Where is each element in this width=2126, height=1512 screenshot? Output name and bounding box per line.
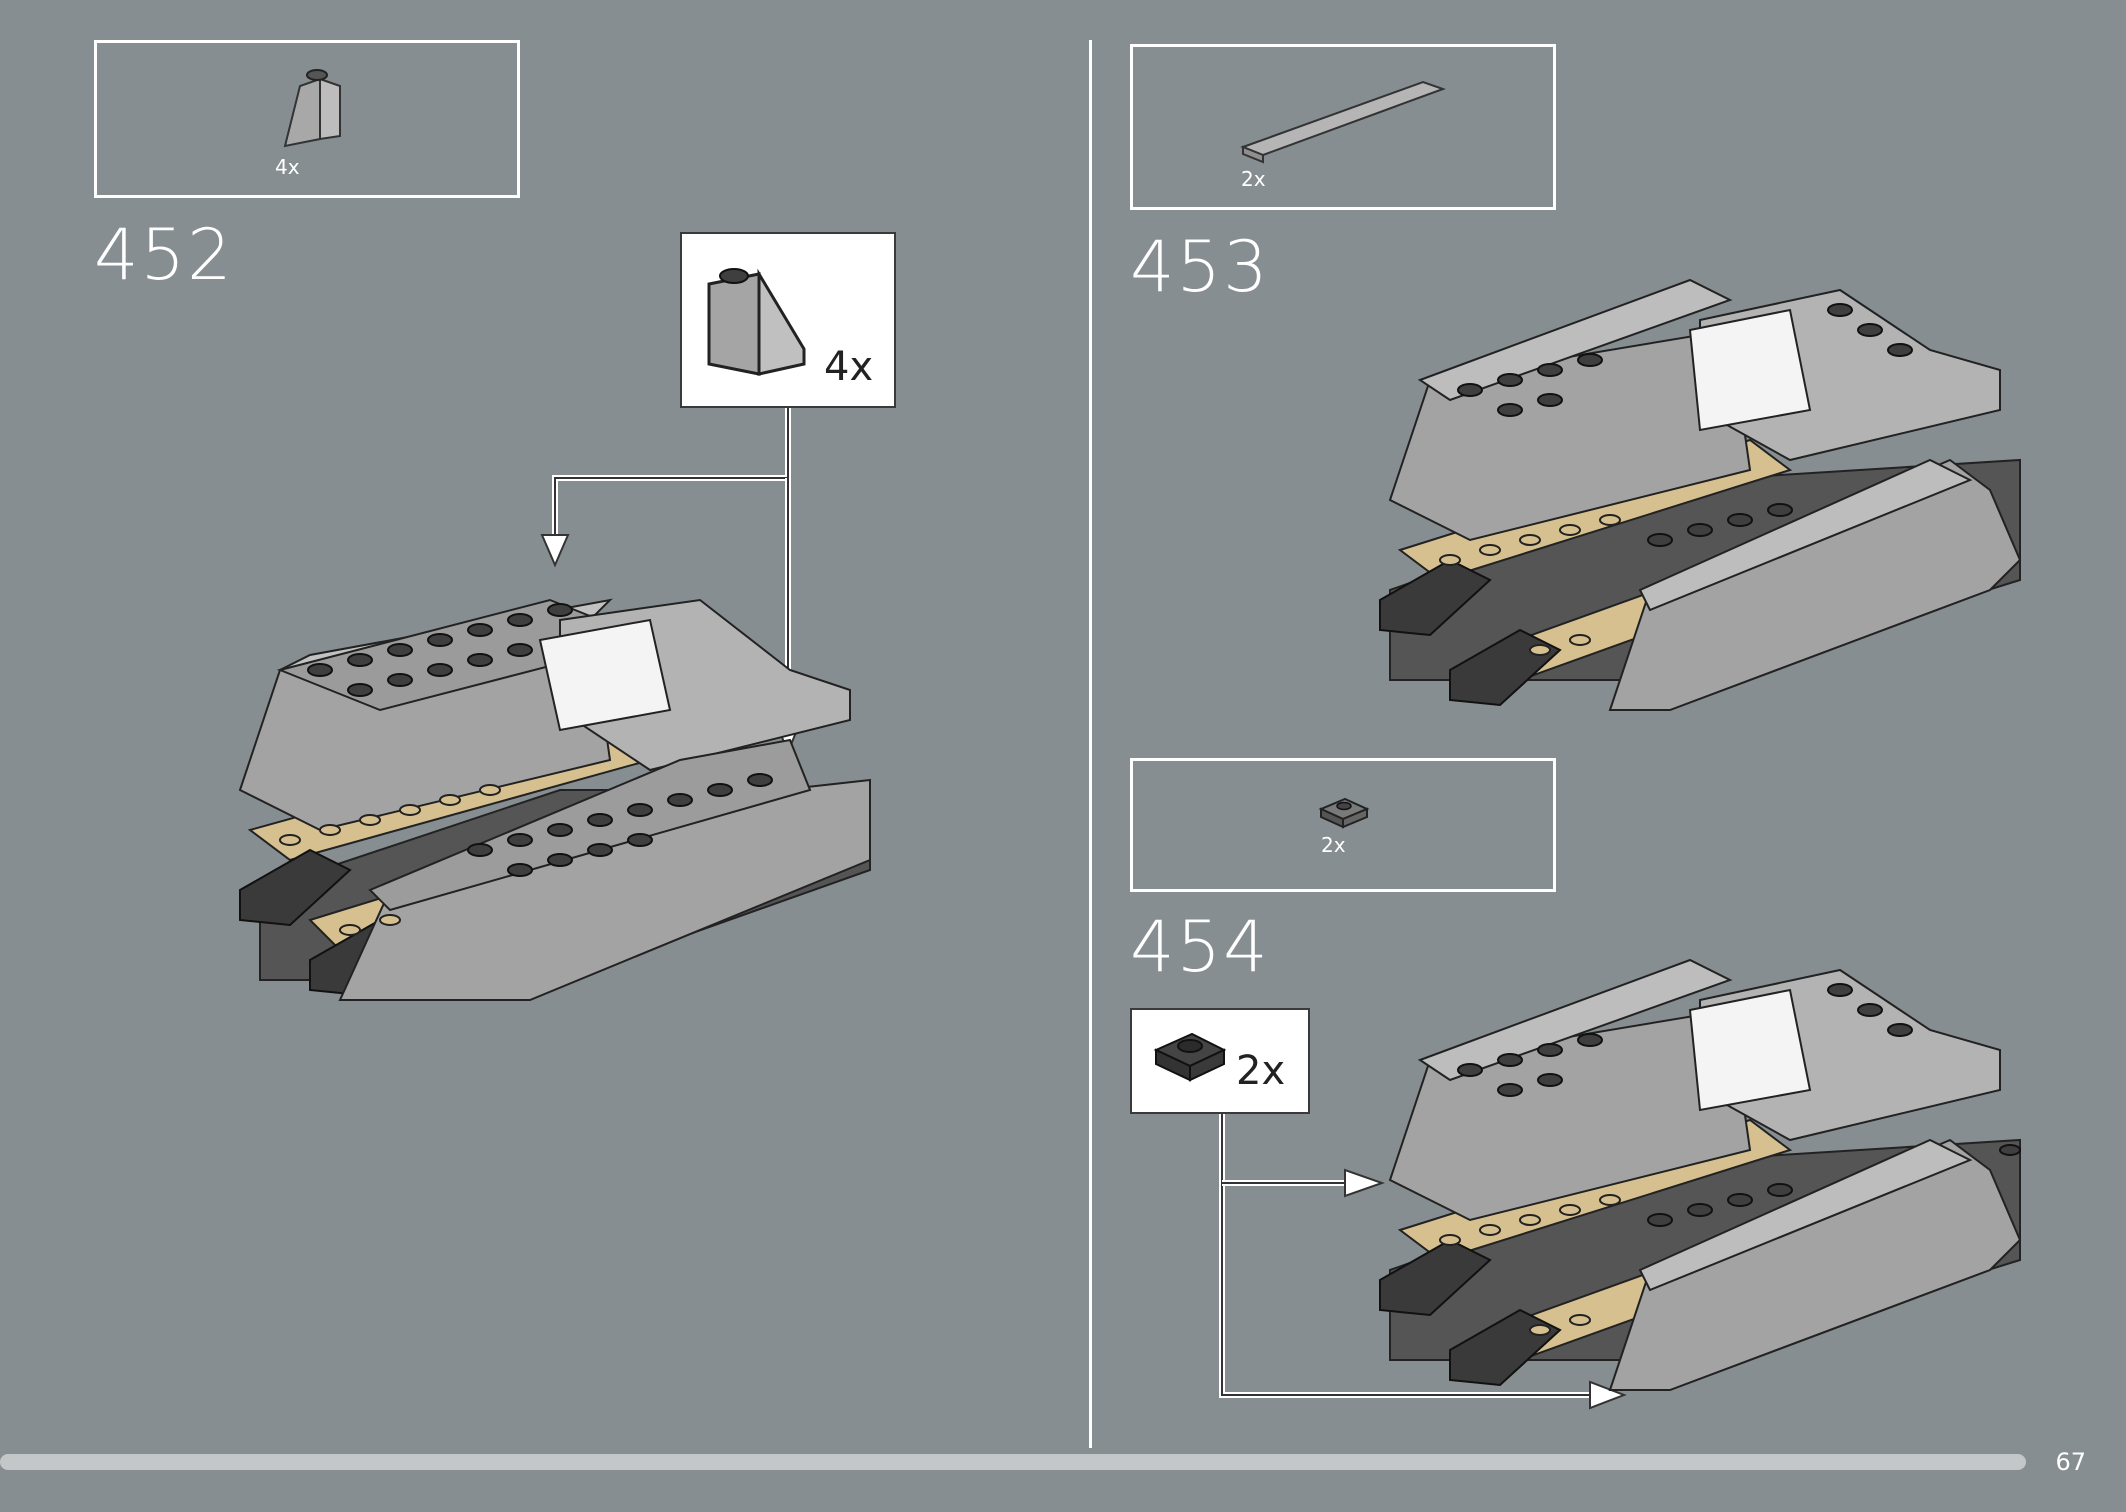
parts-list-box-452: 4x xyxy=(94,40,520,198)
parts-qty-454: 2x xyxy=(1321,833,1346,857)
model-illustration-454 xyxy=(1379,958,2022,1391)
plate-1x1-icon xyxy=(1153,1032,1227,1082)
callout-box-454: 2x xyxy=(1130,1008,1310,1114)
model-illustration-453 xyxy=(1379,278,2022,711)
step-number-452: 452 xyxy=(94,214,234,296)
callout-box-452: 4x xyxy=(680,232,896,408)
page-divider xyxy=(1089,40,1092,1448)
parts-qty-452: 4x xyxy=(275,155,300,179)
model-illustration-452 xyxy=(238,598,871,1001)
step-number-453: 453 xyxy=(1130,226,1270,308)
slope-brick-icon xyxy=(707,268,806,376)
callout-qty-454: 2x xyxy=(1236,1048,1286,1094)
parts-list-box-454: 2x xyxy=(1130,758,1556,892)
page-number: 67 xyxy=(2055,1448,2086,1476)
callout-qty-452: 4x xyxy=(824,344,874,390)
page-progress-bar xyxy=(0,1454,2026,1470)
long-tile-icon xyxy=(1240,80,1446,164)
slope-brick-icon xyxy=(283,69,341,148)
parts-qty-453: 2x xyxy=(1241,167,1266,191)
parts-list-box-453: 2x xyxy=(1130,44,1556,210)
plate-1x1-icon xyxy=(1318,797,1370,829)
step-number-454: 454 xyxy=(1130,906,1270,988)
